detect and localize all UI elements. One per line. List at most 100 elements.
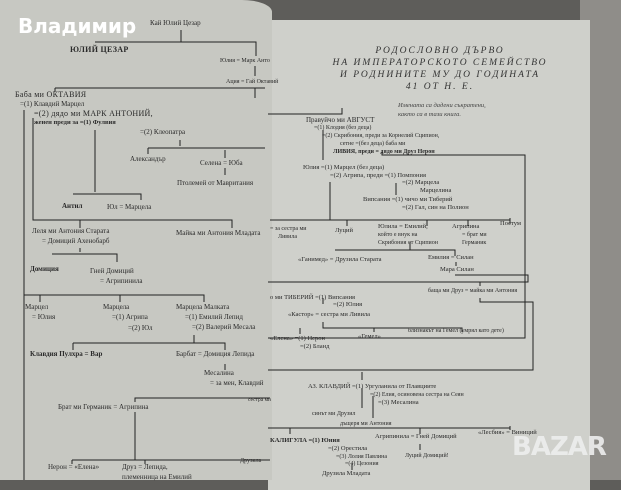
tree-name: Луций	[335, 227, 353, 234]
tree-name: Юлия =(1) Марцел (без деца)	[303, 164, 385, 171]
tree-name: Марцел	[25, 303, 49, 311]
tree-name: сетне =(без деца) баба ми	[340, 141, 406, 147]
tree-name: Друзила	[240, 458, 262, 464]
tree-name: Нерон = «Елена»	[48, 463, 100, 471]
tree-name: баща ми Друз = майка ми Антония	[428, 288, 518, 294]
tree-name: Марцелина	[420, 187, 452, 194]
page-title-line: НА ИМПЕРАТОРСКОТО СЕМЕЙСТВО	[332, 58, 548, 68]
tree-name: дъщеря ми Антония	[340, 421, 392, 427]
tree-name: племенница на Емилий	[122, 473, 192, 481]
tree-name: Скрибония от Сципион	[378, 240, 438, 246]
tree-name: Ливила	[278, 234, 297, 240]
tree-name: синът ми Друзил	[312, 411, 356, 417]
tree-name: = за сестра ми	[270, 226, 307, 232]
tree-name: =(2) Елия, осиновена сестра на Сеян	[370, 392, 464, 398]
tree-name: Випсания =(1) чичо ми Тиберий	[363, 196, 453, 203]
tree-name: =(3) Месалина	[378, 399, 419, 406]
family-tree-lines	[23, 30, 534, 480]
tree-connector	[268, 426, 511, 470]
tree-name: «Кастор» = сестра ми Ливила	[288, 311, 371, 318]
tree-name: =(2) Клеопатра	[140, 128, 186, 136]
tree-name: Постум	[500, 220, 522, 227]
tree-name: = за мен, Клавдий	[210, 379, 264, 387]
tree-name: Гней Домиций	[90, 267, 134, 275]
tree-name: Брат ми Германик = Агрипина	[58, 403, 149, 411]
left-book-page	[0, 0, 272, 480]
page-title-line: И РОДНИНИТЕ МУ ДО ГОДИНАТА	[339, 70, 541, 80]
tree-name: Луций Домиций!	[405, 453, 449, 459]
tree-name: =(1) Агрипа	[112, 313, 148, 321]
tree-name: Антил	[62, 202, 83, 210]
abbreviation-note: както са в тази книга.	[398, 111, 462, 118]
tree-name: Юл = Марцела	[107, 203, 152, 211]
tree-connector	[72, 335, 226, 370]
tree-name: Домиция	[30, 265, 59, 273]
tree-connector	[268, 108, 526, 339]
tree-name: Друз = Лепида,	[122, 463, 168, 471]
tree-name: ЛИВИЯ, преди = дядо ми Друз Нерон	[333, 149, 435, 155]
tree-name: =(1) Емилий Лепид	[185, 313, 243, 321]
tree-name: о ми ТИБЕРИЙ =(1) Випсания	[270, 294, 356, 301]
tree-name: Юлия = Марк Анто	[220, 58, 270, 64]
tree-name: =(2) Марцела	[402, 179, 440, 186]
tree-name: Леля ми Антония Старата	[32, 227, 110, 235]
tree-name: сестра ми	[248, 397, 271, 403]
tree-name: Баба ми ОКТАВИЯ	[15, 90, 87, 99]
tree-name: ЮЛИЙ ЦЕЗАР	[70, 45, 129, 54]
tree-name: женен преди за =(1) Фулвия	[34, 119, 116, 126]
tree-connector	[54, 30, 265, 98]
tree-name: = брат ми	[462, 232, 487, 238]
page-title-line: 41 ОТ Н. Е.	[405, 82, 475, 92]
tree-name: Агрипина	[452, 223, 480, 230]
tree-name: =(2) Юлия	[333, 301, 363, 308]
right-book-page	[268, 20, 590, 490]
tree-name: Агрипинила = Гней Домиций	[375, 433, 457, 440]
tree-name: Друзила Младата	[322, 470, 371, 477]
abbreviation-note: Имената са дадени съкратени,	[398, 102, 486, 109]
tree-name: «Гемел»	[358, 333, 381, 340]
tree-name: =(1) Клодия (без деца)	[314, 125, 372, 131]
tree-name: Майка ми Антония Младата	[176, 229, 261, 237]
tree-connector	[71, 397, 270, 464]
tree-name: = Юлия	[32, 313, 56, 321]
tree-name: =(4) Цезония	[345, 461, 379, 467]
tree-name: =(2) Бланд	[300, 343, 330, 350]
tree-name: Германик	[462, 240, 487, 246]
tree-name: Клавдия Пулхра = Вар	[30, 350, 103, 358]
tree-name: «Елена» =(1) Нерон	[270, 335, 326, 342]
tree-name: Ация = Гай Октавий	[226, 79, 279, 85]
tree-name: «Ганимед» = Друзила Старата	[298, 256, 382, 263]
tree-name: Емилия = Силан	[428, 254, 474, 261]
tree-name: =(2) Агрипа, преди =(1) Помпония	[330, 172, 426, 179]
tree-name: Марцела Малката	[176, 303, 230, 311]
tree-name: АЗ. КЛАВДИЙ =(1) Ургуланила от Плавциите	[308, 383, 437, 390]
tree-name: Юлила = Емилий,	[378, 223, 428, 230]
tree-connector	[268, 242, 534, 418]
tree-name: Правуйчо ми АВГУСТ	[306, 116, 375, 124]
tree-name: Барбат = Домиция Лепида	[176, 350, 255, 358]
tree-name: Селена = Юба	[200, 159, 243, 167]
tree-name: КАЛИГУЛА =(1) Юния	[270, 437, 340, 444]
tree-name: Александър	[130, 155, 166, 163]
tree-name: =(2) Валерий Месала	[192, 323, 256, 331]
tree-name: =(2) Гал, син на Полион	[402, 204, 469, 211]
tree-name: Марцела	[103, 303, 130, 311]
tree-connector	[23, 248, 205, 302]
tree-name: =(2) Орестила	[328, 445, 368, 452]
tree-name: =(1) Клавдий Марцел	[20, 100, 85, 108]
tree-name: Мара Силан	[440, 266, 474, 273]
bazar-logo-watermark: BAZAR	[512, 432, 607, 462]
username-watermark: Владимир	[18, 14, 137, 38]
tree-name: =(2) Скрибония, преди за Корнелий Сципио…	[322, 133, 440, 139]
tree-name: = Агрипинила	[100, 277, 143, 285]
tree-name: =(2) дядо ми МАРК АНТОНИЙ,	[34, 109, 153, 118]
tree-name: който е внук на	[378, 232, 418, 238]
tree-name: «Лесбия» = Виниций	[478, 429, 537, 436]
tree-name: =(3) Лолия Павлина	[336, 454, 388, 460]
tree-name: Кай Юлий Цезар	[150, 19, 201, 27]
tree-name: =(2) Юл	[128, 324, 153, 332]
tree-name: = Домиций Ахенобарб	[42, 237, 110, 245]
tree-name: близнакът на Гемел (умрял като дете)	[408, 328, 504, 334]
page-title-line: РОДОСЛОВНО ДЪРВО	[375, 46, 505, 56]
tree-name: Птолемей от Мавритания	[177, 179, 254, 187]
